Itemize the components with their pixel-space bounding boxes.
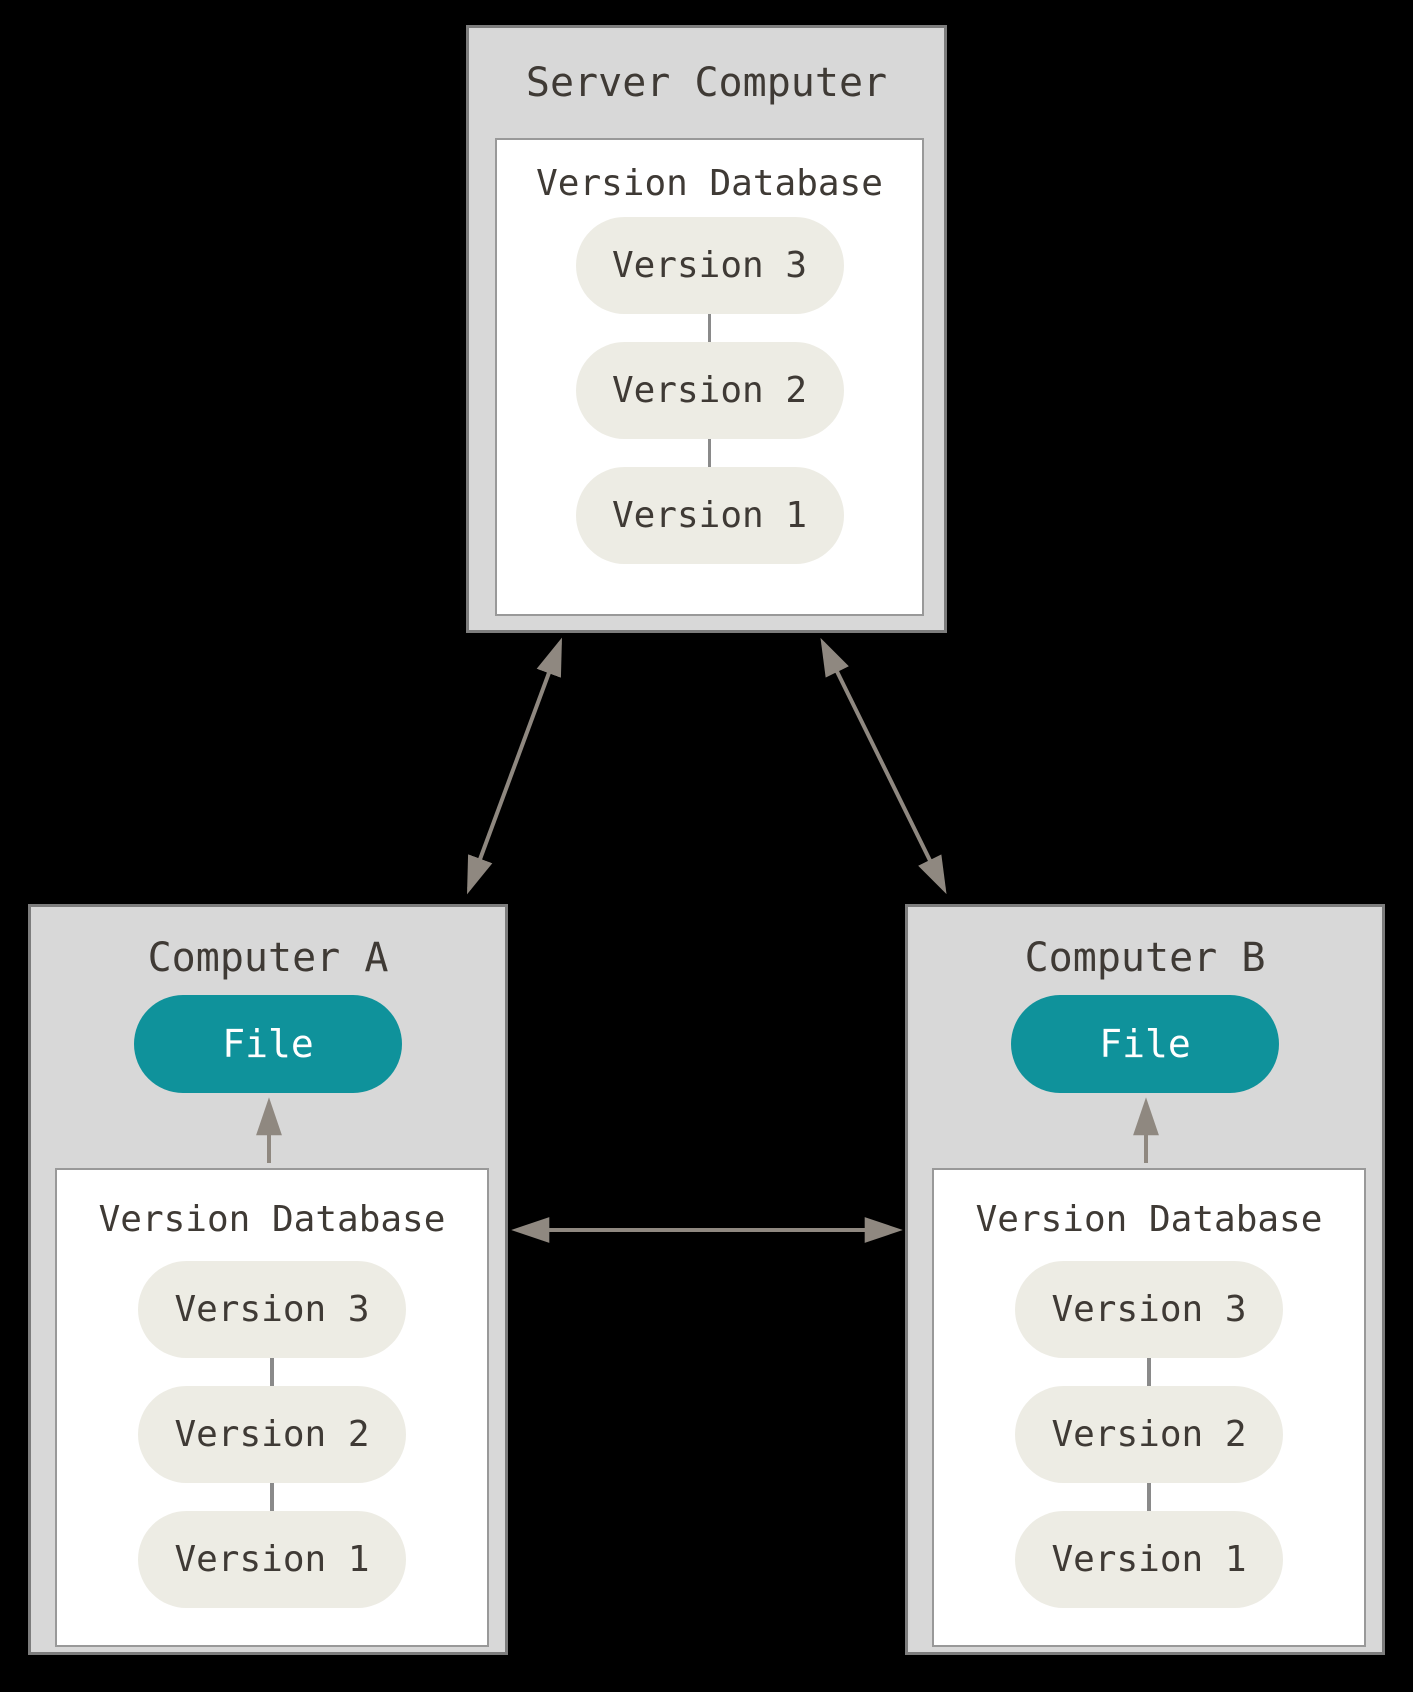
server-version-database-title: Version Database: [536, 163, 883, 204]
version-link-line: [707, 439, 712, 468]
version-pill: Version 3: [575, 217, 844, 315]
computer-a-version-database-box: Version Database Version 3 Version 2 Ver…: [55, 1168, 489, 1647]
computer-a-title: Computer A: [147, 935, 389, 981]
version-pill: Version 1: [1015, 1511, 1283, 1609]
computer-b-version-stack: Version 3 Version 2 Version 1: [1015, 1261, 1283, 1609]
computer-a-version-stack: Version 3 Version 2 Version 1: [138, 1261, 406, 1609]
version-pill: Version 3: [1015, 1261, 1283, 1359]
version-pill: Version 2: [138, 1386, 406, 1484]
version-pill: Version 2: [1015, 1386, 1283, 1484]
server-computer-box: Server Computer Version Database Version…: [466, 25, 947, 633]
computer-b-file-pill: File: [1011, 995, 1279, 1093]
sync-arrow-server-computer-a: [467, 637, 562, 895]
computer-a-file-pill: File: [134, 995, 402, 1093]
version-pill: Version 1: [575, 467, 844, 565]
version-pill: Version 3: [138, 1261, 406, 1359]
version-link-line: [707, 314, 712, 343]
computer-b-title: Computer B: [1024, 935, 1266, 981]
computer-a-box: Computer A File Version Database Version…: [28, 904, 508, 1655]
version-pill: Version 1: [138, 1511, 406, 1609]
version-link-line: [270, 1358, 274, 1387]
server-version-database-box: Version Database Version 3 Version 2 Ver…: [495, 138, 924, 616]
computer-a-version-database-title: Version Database: [98, 1199, 446, 1240]
version-link-line: [1147, 1483, 1151, 1512]
sync-arrow-server-computer-b: [820, 637, 947, 895]
version-link-line: [1147, 1358, 1151, 1387]
computer-b-box: Computer B File Version Database Version…: [905, 904, 1385, 1655]
computer-b-version-database-box: Version Database Version 3 Version 2 Ver…: [932, 1168, 1366, 1647]
server-version-stack: Version 3 Version 2 Version 1: [575, 217, 844, 565]
version-pill: Version 2: [575, 342, 844, 440]
server-computer-title: Server Computer: [525, 60, 888, 106]
version-link-line: [270, 1483, 274, 1512]
computer-b-version-database-title: Version Database: [975, 1199, 1323, 1240]
